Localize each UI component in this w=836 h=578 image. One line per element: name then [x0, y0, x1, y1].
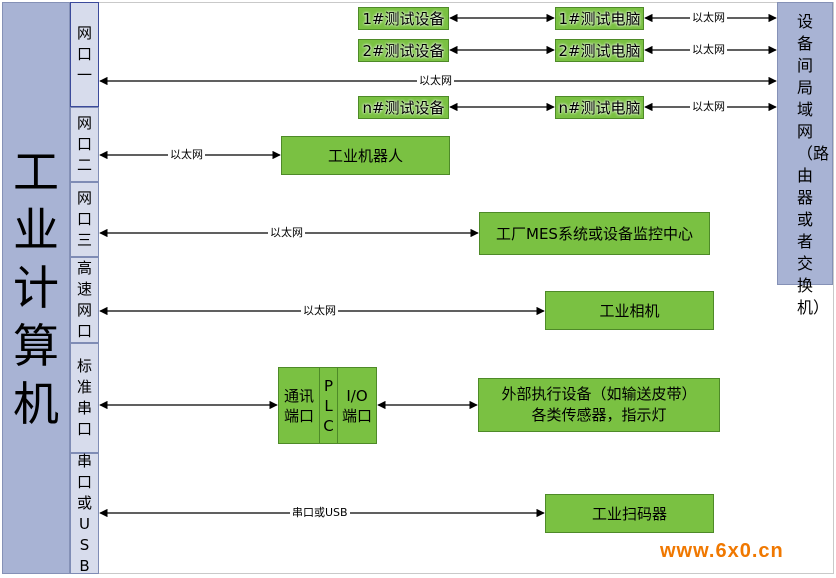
ethernet-label: 以太网: [168, 148, 205, 161]
industrial-computer-label: 工业计算机: [13, 145, 59, 431]
io-port: I/O端口: [337, 367, 377, 444]
ethernet-label: 以太网: [301, 304, 338, 317]
port-ethernet-1: 网口一: [70, 2, 99, 107]
ethernet-label: 以太网: [690, 11, 727, 24]
port-ethernet-2: 网口二: [70, 107, 99, 182]
ethernet-label: 以太网: [690, 43, 727, 56]
ethernet-label: 以太网: [268, 226, 305, 239]
port-label: 网口三: [76, 189, 92, 249]
serial-usb-label: 串口或USB: [290, 506, 350, 519]
actuators-line-1: 外部执行设备（如输送皮带）: [501, 385, 697, 403]
port-high-speed: 高速网口: [70, 257, 99, 343]
test-pc-n: n#测试电脑: [555, 96, 644, 119]
test-pc-1: 1#测试电脑: [555, 7, 644, 30]
port-label: 网口一: [76, 24, 92, 84]
industrial-camera: 工业相机: [545, 291, 714, 330]
port-ethernet-3: 网口三: [70, 182, 99, 257]
test-pc-2: 2#测试电脑: [555, 39, 644, 62]
test-device-n: n#测试设备: [358, 96, 449, 119]
comm-port: 通讯端口: [278, 367, 320, 444]
port-serial-or-usb: 串口或USB: [70, 451, 99, 575]
lan-switch: 设备间局域网（路由器或者交换机）: [777, 2, 833, 317]
ethernet-label: 以太网: [417, 74, 454, 87]
test-device-1: 1#测试设备: [358, 7, 449, 30]
port-serial: 标准串口: [70, 343, 99, 453]
industrial-robot: 工业机器人: [281, 136, 450, 175]
watermark: www.6x0.cn: [660, 540, 784, 562]
external-actuators: 外部执行设备（如输送皮带） 各类传感器，指示灯: [478, 378, 720, 432]
test-device-2: 2#测试设备: [358, 39, 449, 62]
port-label: 网口二: [76, 114, 92, 174]
port-label: 高速网口: [76, 259, 92, 340]
mes-monitoring-center: 工厂MES系统或设备监控中心: [479, 212, 710, 255]
lan-switch-label: 设备间局域网（路由器或者交换机）: [797, 12, 830, 317]
industrial-scanner: 工业扫码器: [545, 494, 714, 533]
port-label: 串口或USB: [76, 451, 92, 575]
ethernet-label: 以太网: [690, 100, 727, 113]
plc: PLC: [319, 367, 338, 444]
industrial-computer: 工业计算机: [2, 2, 70, 574]
port-label: 标准串口: [76, 357, 92, 438]
actuators-line-2: 各类传感器，指示灯: [531, 406, 667, 424]
